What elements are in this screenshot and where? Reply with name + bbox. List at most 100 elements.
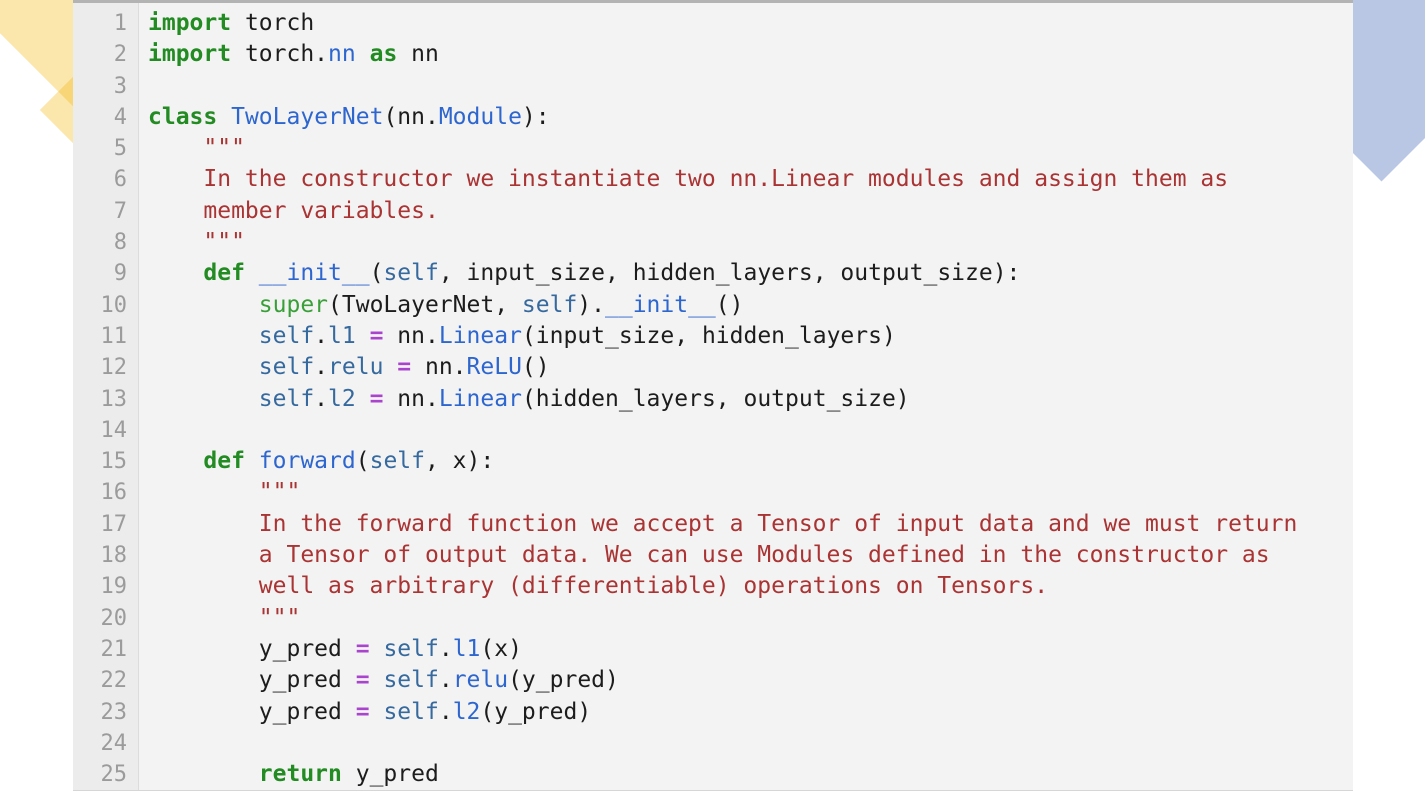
code-token	[370, 667, 384, 693]
line-number: 7	[113, 198, 127, 224]
code-token: __init__	[605, 291, 716, 318]
code-token: nn	[328, 41, 356, 68]
code-token	[383, 354, 397, 380]
code-line: 4 class TwoLayerNet(nn.Module):	[73, 102, 1353, 133]
code-token: nn	[397, 41, 439, 68]
code-token: as	[369, 41, 398, 68]
code-line: 17 In the forward function we accept a T…	[73, 509, 1353, 540]
code-token: nn.	[383, 385, 439, 412]
code-token: l2	[452, 698, 481, 725]
code-token: member variables.	[148, 197, 439, 224]
code-token: ):	[521, 103, 550, 130]
code-token: (	[369, 260, 384, 287]
code-token: __init__	[258, 260, 370, 287]
line-content: y_pred = self.l1(x)	[138, 634, 522, 665]
code-token: ).	[577, 291, 605, 318]
code-token: y_pred	[148, 698, 356, 725]
code-token	[370, 699, 384, 725]
line-number: 14	[100, 417, 128, 443]
line-content: class TwoLayerNet(nn.Module):	[138, 102, 550, 133]
code-line: 20 """	[73, 603, 1353, 634]
line-number: 15	[100, 449, 128, 475]
code-line: 10 super(TwoLayerNet, self).__init__()	[73, 290, 1353, 321]
line-content: In the forward function we accept a Tens…	[138, 509, 1298, 540]
code-token: TwoLayerNet	[231, 103, 384, 130]
code-token: Linear	[438, 322, 522, 349]
code-line: 9 def __init__(self, input_size, hidden_…	[73, 258, 1353, 289]
line-content	[138, 415, 148, 446]
code-line: 24	[73, 728, 1353, 759]
code-token: In the constructor we instantiate two nn…	[148, 166, 1229, 193]
code-token: (nn.	[383, 103, 439, 130]
code-line: 22 y_pred = self.relu(y_pred)	[73, 665, 1353, 696]
code-token: ()	[715, 291, 744, 318]
line-number: 10	[100, 292, 128, 318]
code-line: 5 """	[73, 133, 1353, 164]
code-token: self	[258, 322, 315, 349]
code-token: =	[397, 354, 412, 381]
code-token: a Tensor of output data. We can use Modu…	[148, 542, 1270, 569]
code-token: =	[355, 635, 370, 662]
line-number: 11	[100, 323, 128, 349]
code-token: =	[369, 322, 384, 349]
line-content: self.relu = nn.ReLU()	[138, 352, 550, 383]
code-token: y_pred	[148, 635, 356, 662]
line-content: member variables.	[138, 196, 439, 227]
code-line: 19 well as arbitrary (differentiable) op…	[73, 571, 1353, 602]
code-token: """	[148, 479, 301, 506]
code-token: self	[258, 354, 315, 381]
line-content: self.l1 = nn.Linear(input_size, hidden_l…	[138, 321, 896, 352]
line-content: super(TwoLayerNet, self).__init__()	[138, 290, 744, 321]
code-token: import	[148, 10, 232, 36]
code-token	[148, 292, 259, 318]
code-token: import	[148, 41, 232, 68]
line-content: a Tensor of output data. We can use Modu…	[138, 540, 1270, 571]
code-token: self	[383, 667, 439, 694]
code-token: self	[369, 448, 425, 475]
line-number: 22	[100, 668, 128, 694]
code-token: Linear	[438, 385, 522, 412]
line-number: 18	[100, 543, 128, 569]
code-token: self	[383, 260, 439, 287]
code-token: (y_pred)	[508, 667, 619, 694]
line-content: """	[138, 133, 245, 164]
code-token	[245, 260, 259, 286]
code-line: 12 self.relu = nn.ReLU()	[73, 352, 1353, 383]
code-token	[148, 448, 203, 474]
code-line: 21 y_pred = self.l1(x)	[73, 634, 1353, 665]
code-line: 25 return y_pred	[73, 759, 1353, 790]
code-token	[148, 761, 259, 787]
line-number: 24	[100, 730, 128, 756]
code-token: forward	[258, 448, 356, 475]
code-line: 6 In the constructor we instantiate two …	[73, 164, 1353, 195]
line-number: 8	[113, 230, 127, 256]
code-token: """	[148, 604, 301, 631]
line-number: 12	[100, 355, 128, 381]
code-token: torch.	[231, 41, 329, 68]
code-token: .	[314, 354, 329, 381]
code-token: .	[438, 698, 453, 725]
code-token: def	[203, 260, 245, 287]
line-number: 19	[100, 574, 128, 600]
line-number: 2	[113, 42, 127, 68]
code-token: l1	[328, 322, 356, 349]
code-token: (	[355, 448, 370, 475]
code-token: (x)	[480, 635, 522, 662]
line-number: 5	[113, 136, 127, 162]
line-number: 4	[113, 104, 127, 130]
code-token: y_pred	[341, 761, 439, 788]
code-token: class	[148, 103, 218, 130]
code-token: In the forward function we accept a Tens…	[148, 510, 1298, 537]
code-token: =	[355, 698, 370, 725]
code-token: nn.	[411, 354, 467, 381]
code-token: self	[258, 385, 315, 412]
line-content: well as arbitrary (differentiable) opera…	[138, 571, 1048, 602]
line-content: import torch.nn as nn	[138, 39, 439, 70]
code-token	[148, 323, 259, 349]
line-number: 17	[100, 511, 128, 537]
line-content: def __init__(self, input_size, hidden_la…	[138, 258, 1020, 289]
code-token: (TwoLayerNet,	[328, 291, 522, 318]
line-content	[138, 728, 148, 759]
